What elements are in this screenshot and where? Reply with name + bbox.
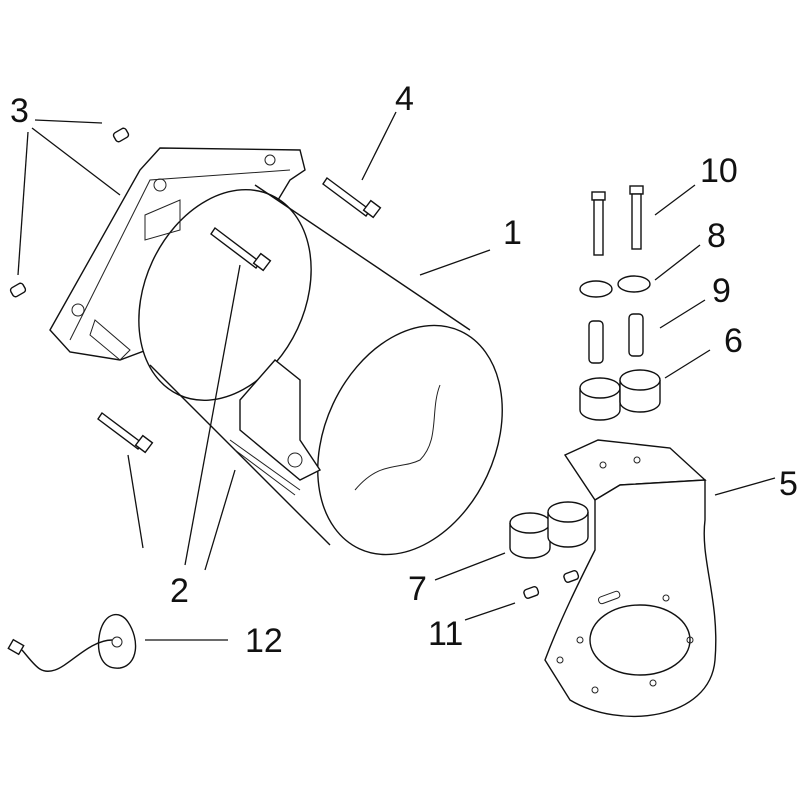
label-8: 8: [707, 217, 726, 255]
part-1-housing: [49, 147, 503, 556]
label-9: 9: [712, 272, 731, 310]
label-10: 10: [700, 152, 738, 190]
part-3-set-screws: [9, 119, 130, 298]
label-1: 1: [503, 214, 522, 252]
parts-6-8-9-10-mount-hardware: [579, 184, 711, 421]
part-4-bolt: [322, 111, 397, 219]
label-12: 12: [245, 622, 283, 660]
label-6: 6: [724, 322, 743, 360]
part-2-bolts: [97, 226, 272, 571]
label-3: 3: [10, 92, 29, 130]
part-5-bracket: [544, 439, 776, 717]
label-5: 5: [779, 465, 798, 503]
label-11: 11: [428, 615, 463, 653]
label-2: 2: [170, 572, 189, 610]
part-11-screws: [464, 569, 580, 621]
part-7-spacers: [434, 501, 589, 581]
label-7: 7: [408, 570, 427, 608]
label-4: 4: [395, 80, 414, 118]
part-12-sensor: [7, 613, 228, 672]
